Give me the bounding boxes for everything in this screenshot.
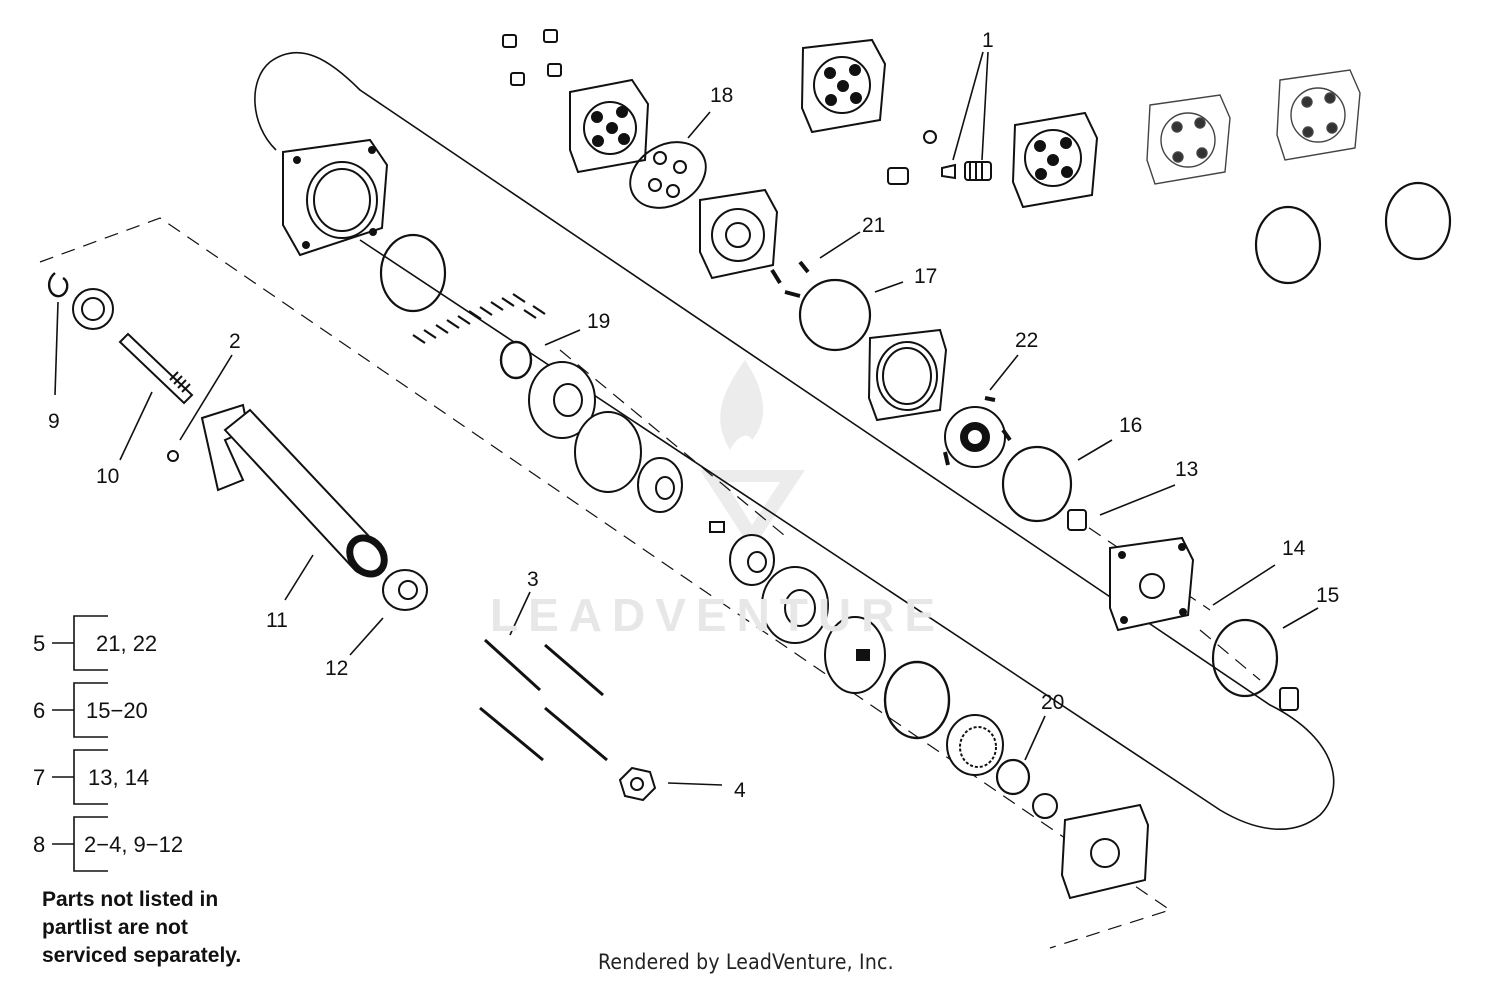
kit-number-7: 7 — [33, 765, 45, 790]
callout-1: 1 — [982, 29, 994, 52]
rotor-set-22 — [944, 406, 1006, 468]
callout-4: 4 — [734, 779, 746, 802]
seal-pieces-22 — [943, 396, 1012, 466]
plate-light-2 — [1276, 69, 1361, 161]
o-ring-17 — [798, 278, 872, 352]
kit-parts-5: 21, 22 — [96, 631, 157, 656]
shaft-housing-11 — [200, 403, 388, 578]
check-valve-13 — [1067, 509, 1087, 531]
kit-row-8: 8 2−4, 9−12 — [33, 816, 183, 872]
note-line-1: Parts not listed in — [42, 888, 219, 911]
kit-parts-7: 13, 14 — [88, 765, 149, 790]
callout-11: 11 — [266, 609, 288, 632]
callout-10: 10 — [96, 465, 119, 488]
callout-17: 17 — [914, 265, 937, 288]
bushing-12 — [382, 569, 428, 611]
key — [709, 521, 725, 533]
rotor — [761, 566, 829, 644]
callout-15: 15 — [1316, 584, 1339, 607]
kit-number-6: 6 — [33, 698, 45, 723]
housing-flange — [282, 138, 389, 257]
callout-3: 3 — [527, 568, 539, 591]
seal-washer — [72, 288, 114, 330]
kit-row-6: 6 15−20 — [33, 682, 148, 738]
o-ring — [379, 233, 447, 313]
thrust-plate — [824, 616, 886, 694]
bolt-row — [412, 293, 546, 344]
callout-20: 20 — [1041, 691, 1064, 714]
gasket-18 — [629, 141, 707, 209]
plug — [1279, 687, 1299, 711]
nuts-small — [502, 29, 562, 86]
assembly-outline — [254, 51, 1335, 830]
callout-22: 22 — [1015, 329, 1038, 352]
o-ring-16 — [1001, 445, 1073, 523]
kit-parts-6: 15−20 — [86, 698, 148, 723]
kit-number-5: 5 — [33, 631, 45, 656]
retaining-ring-9 — [47, 272, 69, 298]
callout-2: 2 — [229, 330, 241, 353]
needle-bearing — [946, 714, 1004, 776]
ring-19 — [499, 340, 533, 380]
bottom-flange — [1060, 803, 1150, 900]
plate-valve — [1011, 111, 1099, 209]
manifold-plate — [867, 328, 948, 422]
wear-plate — [574, 411, 642, 493]
callout-labels: 1 2 3 4 9 10 11 12 13 14 15 16 17 18 19 … — [48, 29, 1339, 802]
gear-wheel — [528, 361, 596, 439]
service-note: Parts not listed in partlist are not ser… — [42, 886, 342, 970]
kit-row-5: 5 21, 22 — [33, 615, 157, 671]
nut-4 — [618, 766, 657, 802]
callout-12: 12 — [325, 657, 348, 680]
plate-light-1 — [1146, 94, 1231, 185]
callout-19: 19 — [587, 310, 610, 333]
key-2 — [167, 450, 179, 462]
kit-number-8: 8 — [33, 832, 45, 857]
seal-pieces — [770, 260, 810, 298]
o-ring-15 — [1211, 618, 1279, 698]
rendered-by-footer: Rendered by LeadVenture, Inc. — [598, 950, 894, 974]
watermark-text: LEADVENTURE — [490, 589, 946, 641]
note-line-2: partlist are not — [42, 916, 188, 939]
note-line-3: serviced separately. — [42, 944, 242, 967]
callout-13: 13 — [1175, 458, 1198, 481]
plate-top — [800, 38, 887, 134]
washer — [1032, 793, 1058, 819]
callout-16: 16 — [1119, 414, 1142, 437]
end-plate-14 — [1109, 536, 1195, 632]
watermark-logo — [700, 360, 805, 550]
o-rings-right — [1254, 181, 1452, 285]
kit-legend: 5 21, 22 6 15−20 7 13, 14 8 2−4, 9−12 — [33, 615, 183, 872]
callout-14: 14 — [1282, 537, 1306, 560]
callout-18: 18 — [710, 84, 733, 107]
end-cap-left — [569, 78, 650, 174]
ring-20 — [995, 758, 1031, 796]
callout-9: 9 — [48, 410, 60, 433]
inner-gear — [637, 457, 683, 513]
valve-parts — [887, 130, 992, 185]
tie-bolts — [479, 638, 608, 762]
callout-21: 21 — [862, 214, 885, 237]
commutator-plate — [699, 188, 779, 280]
shaft-10 — [118, 332, 194, 405]
leader-lines — [54, 51, 1319, 786]
ring-large — [883, 660, 951, 740]
kit-parts-8: 2−4, 9−12 — [84, 832, 183, 857]
kit-row-7: 7 13, 14 — [33, 749, 149, 805]
coupling — [729, 534, 775, 586]
